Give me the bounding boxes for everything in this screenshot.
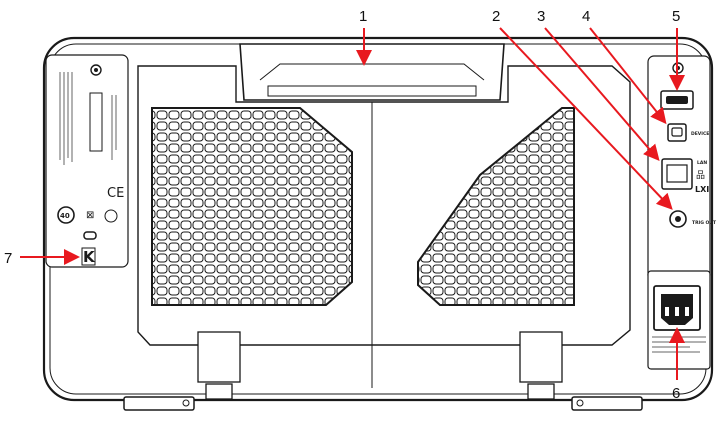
lxi-logo-icon: LXI (695, 185, 709, 194)
rohs-40-icon (57, 206, 75, 224)
regulatory-text-block (59, 72, 117, 165)
callout-5: 5 (672, 8, 680, 25)
svg-text:40: 40 (60, 212, 70, 220)
callout-3: 3 (537, 8, 545, 25)
recycle-icon (104, 209, 118, 223)
weee-bin-icon: ⊠ (86, 210, 94, 221)
security-lock-slot (83, 231, 97, 240)
usb-device-port (667, 123, 687, 142)
serial-label-box (89, 92, 103, 152)
right-foot-stand (519, 331, 563, 383)
callout-arrows (20, 27, 685, 380)
callout-2: 2 (492, 8, 500, 25)
kensington-lock-icon: K (83, 248, 96, 266)
left-vent-grill (151, 107, 353, 306)
arrow-2 (499, 27, 673, 210)
left-foot-pad (123, 396, 195, 411)
arrow-3 (544, 27, 660, 162)
right-foot-pad (571, 396, 643, 411)
left-foot-stand (197, 331, 241, 383)
callout-4: 4 (582, 8, 590, 25)
callout-6: 6 (672, 385, 680, 402)
network-icon: 品 (696, 170, 705, 181)
device-port-label: DEVICE (691, 131, 709, 137)
trig-out-label: TRIG OUT (692, 220, 717, 226)
callout-1: 1 (359, 8, 367, 25)
callout-7: 7 (4, 250, 12, 267)
ce-mark-icon: CE (107, 186, 124, 201)
carry-handle (239, 43, 505, 101)
lan-port-label: LAN (697, 160, 707, 166)
arrow-4 (589, 27, 667, 125)
